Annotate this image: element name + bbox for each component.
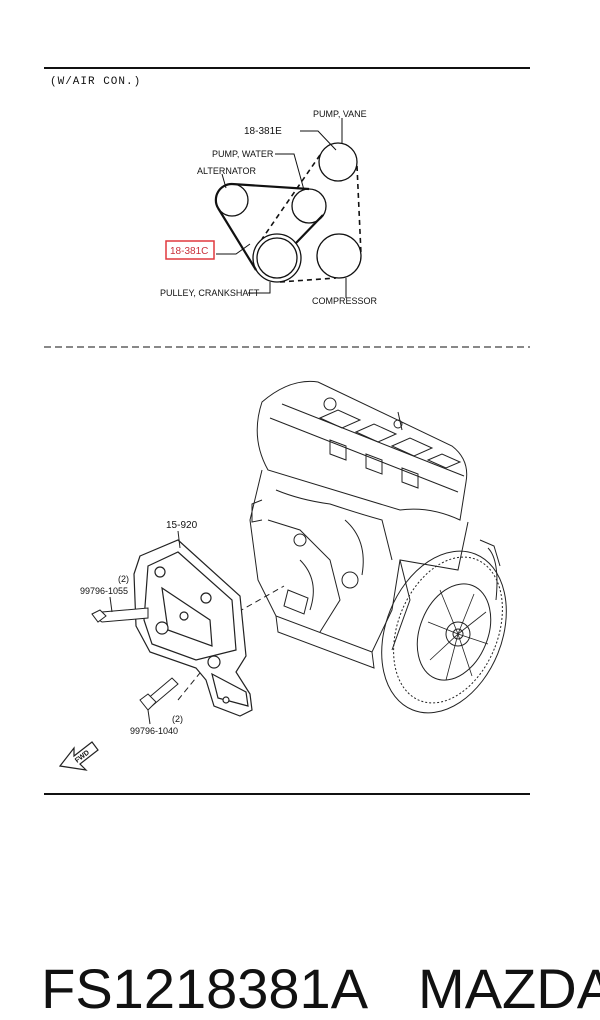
- footer-part-number: FS1218381A: [41, 957, 369, 1020]
- footer-brand: MAZDA: [418, 957, 600, 1020]
- bolt-99796-1055: [91, 607, 149, 623]
- compressor-pulley: [316, 233, 362, 279]
- leader-bracket: [177, 530, 181, 549]
- engine-illustration: [249, 380, 507, 714]
- belt-18-381c: [214, 182, 324, 271]
- belt-18-381e: [261, 154, 362, 283]
- leader-bolt-bottom: [147, 709, 151, 725]
- label-pump-water: PUMP, WATER: [212, 149, 274, 159]
- label-bracket: 15-920: [166, 520, 198, 531]
- label-bolt-bottom-qty: (2): [172, 714, 183, 724]
- fwd-arrow: FWD: [58, 741, 99, 771]
- footer-title: FS1218381A MAZDA: [10, 905, 600, 1020]
- label-alternator: ALTERNATOR: [197, 166, 257, 176]
- header-note: (W/AIR CON.): [50, 76, 141, 88]
- mounting-bracket: [133, 539, 253, 717]
- label-part-belt-e: 18-381E: [244, 126, 282, 137]
- label-bolt-bottom-part: 99796-1040: [130, 726, 178, 736]
- highlight-box: [165, 240, 215, 260]
- crankshaft-pulley-outer: [252, 233, 302, 283]
- label-pump-vane: PUMP, VANE: [313, 109, 367, 119]
- label-part-belt-c: 18-381C: [170, 246, 208, 257]
- bolt-99796-1040: [139, 677, 179, 711]
- label-compressor: COMPRESSOR: [312, 296, 378, 306]
- leader-lines: [216, 118, 347, 298]
- label-bolt-top-part: 99796-1055: [80, 586, 128, 596]
- label-pulley-crankshaft: PULLEY, CRANKSHAFT: [160, 288, 260, 298]
- label-bolt-top-qty: (2): [118, 574, 129, 584]
- pump-vane-pulley: [318, 142, 358, 182]
- belt-layout: [214, 118, 362, 298]
- crankshaft-pulley-inner: [256, 237, 298, 279]
- leader-bolt-top: [109, 596, 113, 613]
